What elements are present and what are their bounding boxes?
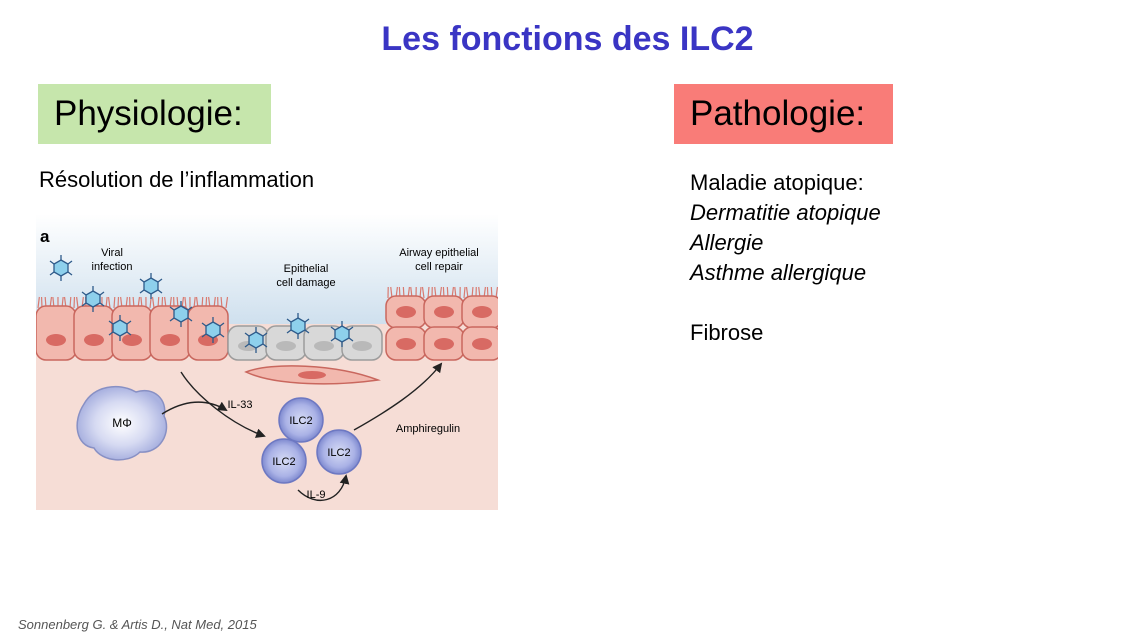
- repair-label: Airway epithelial: [399, 247, 478, 259]
- ilc2-function-diagram: MΦ ILC2 ILC2 ILC2 a Viral infection Epit…: [36, 214, 498, 510]
- ilc2-cell: ILC2: [316, 429, 362, 475]
- physiology-heading: Physiologie:: [38, 84, 271, 144]
- list-spacer: [690, 288, 881, 318]
- virus-icon: [49, 255, 354, 353]
- arrow: [161, 362, 443, 501]
- citation: Sonnenberg G. & Artis D., Nat Med, 2015: [18, 617, 257, 632]
- epithelial-layer-left: [36, 305, 229, 361]
- panel-label: a: [40, 227, 50, 246]
- ilc2-label: ILC2: [272, 456, 295, 468]
- viral-label: infection: [92, 261, 133, 273]
- macrophage-label: MΦ: [112, 416, 132, 430]
- ilc2-cell: ILC2: [278, 397, 324, 443]
- ilc2-cell: ILC2: [261, 438, 307, 484]
- damage-label: cell damage: [276, 277, 335, 289]
- viral-label: Viral: [101, 247, 123, 259]
- pathology-intro: Maladie atopique:: [690, 170, 864, 195]
- il9-label: IL-9: [307, 489, 326, 501]
- ilc2-label: ILC2: [327, 447, 350, 459]
- il33-label: IL-33: [227, 399, 252, 411]
- repair-label: cell repair: [415, 261, 463, 273]
- ilc2-label: ILC2: [289, 415, 312, 427]
- pathology-item-fibrose: Fibrose: [690, 320, 764, 345]
- repaired-epithelium: [385, 295, 498, 361]
- pathology-item: Dermatitie atopique: [690, 200, 881, 225]
- macrophage-cell: [76, 385, 168, 461]
- slide-title: Les fonctions des ILC2: [381, 20, 754, 58]
- amphiregulin-label: Amphiregulin: [396, 423, 460, 435]
- pathology-list: Maladie atopique: Dermatitie atopique Al…: [690, 168, 881, 348]
- pathology-heading: Pathologie:: [674, 84, 893, 144]
- pathology-item: Asthme allergique: [690, 260, 867, 285]
- pathology-item: Allergie: [690, 230, 764, 255]
- physiology-item: Résolution de l’inflammation: [39, 167, 315, 192]
- damage-label: Epithelial: [284, 263, 329, 275]
